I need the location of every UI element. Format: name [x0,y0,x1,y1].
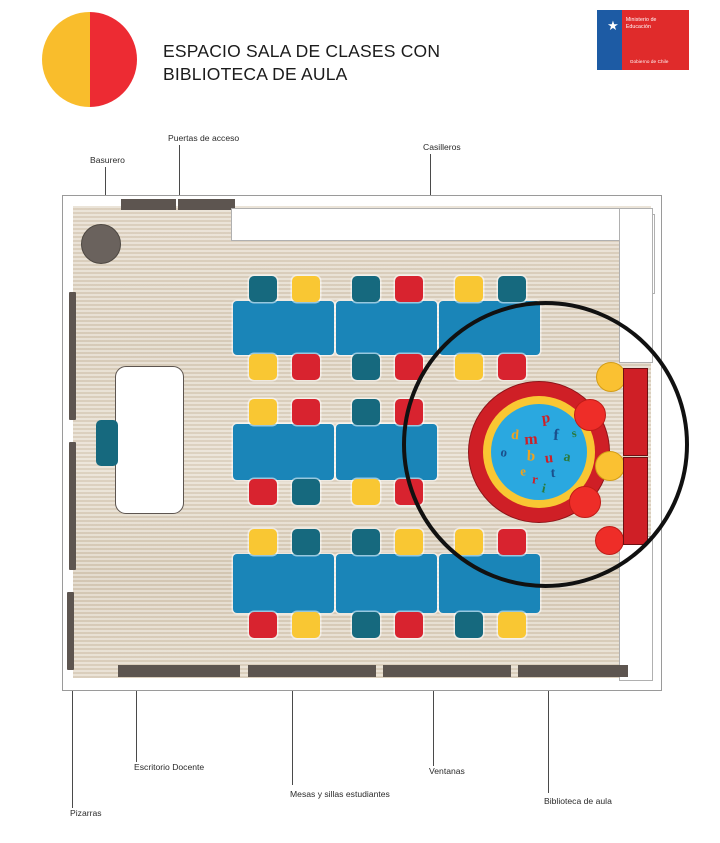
blackboard-upper [69,292,76,420]
teacher-desk [115,366,184,514]
student-chair [249,276,277,302]
leader-ventanas [433,690,434,766]
window-band-4 [518,665,628,677]
student-table [233,554,334,613]
student-chair [352,276,380,302]
page-title: ESPACIO SALA DE CLASES CON BIBLIOTECA DE… [163,40,523,86]
page-header: ESPACIO SALA DE CLASES CON BIBLIOTECA DE… [0,0,720,120]
leader-escritorio-docente [136,690,137,762]
window-band-3 [383,665,511,677]
student-chair [352,479,380,505]
student-chair [292,276,320,302]
student-table [233,301,334,355]
student-chair [249,612,277,638]
government-name: Gobierno de Chile [629,59,669,64]
callout-pizarras: Pizarras [70,808,102,818]
student-chair [395,612,423,638]
callout-basurero: Basurero [90,155,125,165]
page-title-line-2: BIBLIOTECA DE AULA [163,64,348,85]
student-table [336,554,437,613]
library-highlight-circle [402,301,689,588]
student-chair [249,399,277,425]
coat-of-arms-icon: ★ [607,18,619,33]
trash-bin [81,224,121,264]
door-left [121,199,176,210]
leader-puertas-acceso [179,145,180,200]
logo-half-yellow [42,12,90,107]
callout-ventanas: Ventanas [429,766,465,776]
window-band-2 [248,665,376,677]
logo-half-red [89,12,137,107]
student-chair [352,399,380,425]
student-chair [292,399,320,425]
blackboard-bottom [67,592,74,670]
page-title-line-1: ESPACIO SALA DE CLASES CON [163,41,441,61]
lockers-bank [231,208,637,241]
student-chair [395,529,423,555]
student-chair [395,276,423,302]
student-chair [292,479,320,505]
window-band-1 [118,665,240,677]
student-chair [249,479,277,505]
callout-escritorio-docente: Escritorio Docente [134,762,205,772]
student-chair [498,276,526,302]
ministry-name-line-2: Educación [625,23,651,30]
leader-casilleros [430,154,431,224]
logo-circle [42,12,137,107]
student-chair [249,529,277,555]
student-chair [352,612,380,638]
student-chair [249,354,277,380]
blackboard-lower [69,442,76,570]
leader-pizarras [72,690,73,808]
callout-mesas-sillas-estudiantes: Mesas y sillas estudiantes [290,789,390,799]
student-chair [352,354,380,380]
callout-biblioteca-de-aula: Biblioteca de aula [544,796,612,806]
ministry-logo: ★ Ministerio de Educación Gobierno de Ch… [597,10,689,70]
ministry-logo-red-band: Ministerio de Educación Gobierno de Chil… [621,10,689,70]
student-chair [352,529,380,555]
student-chair [292,529,320,555]
callout-casilleros: Casilleros [423,142,461,152]
teacher-chair [96,420,118,466]
student-chair [455,276,483,302]
door-right [178,199,235,210]
student-table [233,424,334,480]
ministry-name-line-1: Ministerio de [625,17,657,23]
student-chair [292,354,320,380]
student-chair [455,612,483,638]
leader-basurero [105,167,106,197]
student-chair [292,612,320,638]
ministry-name: Ministerio de Educación [626,17,657,30]
callout-puertas-acceso: Puertas de acceso [168,133,240,143]
student-table [336,301,437,355]
student-chair [498,612,526,638]
ministry-logo-blue-band: ★ [597,10,622,70]
